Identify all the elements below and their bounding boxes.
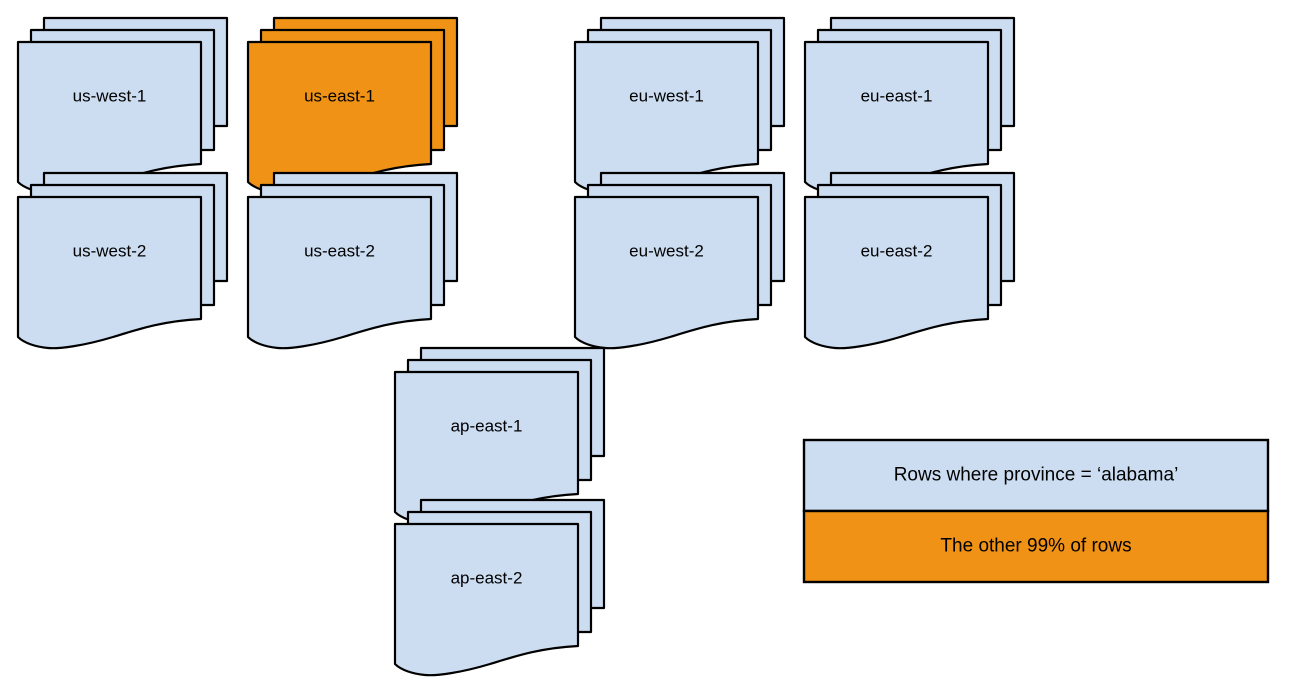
region-stack-eu-east-1[interactable]: eu-east-1 xyxy=(803,16,1016,195)
region-stack-us-west-1[interactable]: us-west-1 xyxy=(16,16,229,195)
document-sheet-front xyxy=(16,40,203,195)
region-stack-eu-east-2[interactable]: eu-east-2 xyxy=(803,171,1016,350)
region-stack-label: us-west-2 xyxy=(73,241,147,260)
legend-group: Rows where province = ‘alabama’ The other… xyxy=(802,438,1270,584)
document-sheet-front xyxy=(573,195,760,350)
document-sheet-front xyxy=(16,195,203,350)
region-stack-label: eu-east-1 xyxy=(861,86,933,105)
region-stack-label: us-east-1 xyxy=(304,86,375,105)
region-stack-label: us-east-2 xyxy=(304,241,375,260)
legend-label: The other 99% of rows xyxy=(940,536,1131,557)
document-sheet-front xyxy=(803,195,990,350)
region-stack-eu-west-2[interactable]: eu-west-2 xyxy=(573,171,786,350)
document-sheet-front xyxy=(246,195,433,350)
document-sheet-front xyxy=(803,40,990,195)
region-stack-ap-east-2[interactable]: ap-east-2 xyxy=(393,498,606,677)
region-stack-label: ap-east-1 xyxy=(451,416,523,435)
document-sheet-front xyxy=(573,40,760,195)
region-stack-us-east-1[interactable]: us-east-1 xyxy=(246,16,459,195)
region-stack-ap-east-1[interactable]: ap-east-1 xyxy=(393,346,606,525)
region-stack-eu-west-1[interactable]: eu-west-1 xyxy=(573,16,786,195)
region-stack-label: us-west-1 xyxy=(73,86,147,105)
document-sheet-front xyxy=(246,40,433,195)
legend-row-legend-blue: Rows where province = ‘alabama’ xyxy=(802,438,1270,513)
region-stack-label: eu-west-1 xyxy=(629,86,704,105)
document-sheet-front xyxy=(393,522,580,677)
region-stack-label: ap-east-2 xyxy=(451,568,523,587)
legend-swatch-blue xyxy=(802,438,1270,513)
region-stack-label: eu-east-2 xyxy=(861,241,933,260)
region-stack-label: eu-west-2 xyxy=(629,241,704,260)
region-stack-us-west-2[interactable]: us-west-2 xyxy=(16,171,229,350)
legend-label: Rows where province = ‘alabama’ xyxy=(894,465,1179,486)
region-stack-us-east-2[interactable]: us-east-2 xyxy=(246,171,459,350)
legend-swatch-orange xyxy=(802,509,1270,584)
region-stacks-group: us-west-1 us-east-1 eu-west-1 eu-east-1 us-w… xyxy=(16,16,1016,677)
legend-row-legend-orange: The other 99% of rows xyxy=(802,509,1270,584)
